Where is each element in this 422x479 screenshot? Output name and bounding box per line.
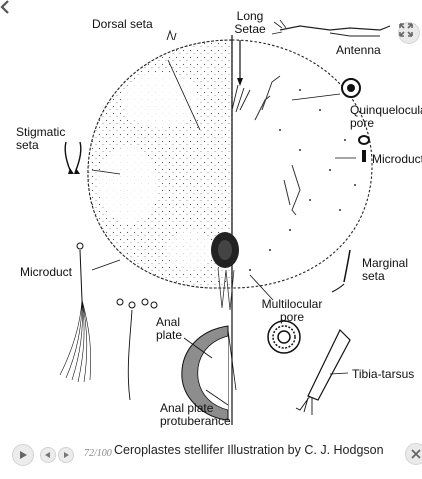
label-tibia-tarsus: Tibia-tarsus bbox=[352, 368, 414, 381]
label-microduct-left: Microduct bbox=[20, 266, 72, 279]
play-icon bbox=[18, 450, 28, 460]
label-quinquelocular-pore: Quinquelocular pore bbox=[350, 104, 422, 130]
label-microduct-right: Microduct bbox=[372, 153, 422, 166]
label-anal-plate: Anal plate bbox=[156, 316, 196, 342]
forward-button[interactable] bbox=[58, 447, 74, 463]
back-icon bbox=[44, 451, 52, 459]
scale-insect-illustration bbox=[0, 0, 422, 430]
illustration-viewer: Dorsal seta Long Setae Antenna Quinquelo… bbox=[0, 0, 422, 430]
close-icon bbox=[411, 449, 421, 459]
label-marginal-seta: Marginal seta bbox=[362, 257, 410, 283]
expand-icon bbox=[399, 23, 413, 37]
play-button[interactable] bbox=[12, 444, 34, 466]
label-long-setae: Long Setae bbox=[228, 10, 272, 36]
back-button[interactable] bbox=[40, 447, 56, 463]
chevron-left-icon bbox=[0, 0, 10, 14]
image-caption: Ceroplastes stellifer Illustration by C.… bbox=[114, 444, 384, 457]
label-antenna: Antenna bbox=[336, 44, 381, 57]
close-button[interactable] bbox=[405, 443, 422, 465]
image-counter: 72/100 bbox=[84, 448, 112, 459]
forward-icon bbox=[62, 451, 70, 459]
label-dorsal-seta: Dorsal seta bbox=[92, 18, 153, 31]
label-stigmatic-seta: Stigmatic seta bbox=[16, 126, 66, 152]
label-anal-plate-protuberance: Anal plate protuberance bbox=[160, 402, 232, 428]
expand-button[interactable] bbox=[398, 22, 420, 44]
label-dorsal-seta-text: Dorsal seta bbox=[92, 17, 153, 31]
label-multilocular-pore: Multilocular pore bbox=[256, 298, 328, 324]
